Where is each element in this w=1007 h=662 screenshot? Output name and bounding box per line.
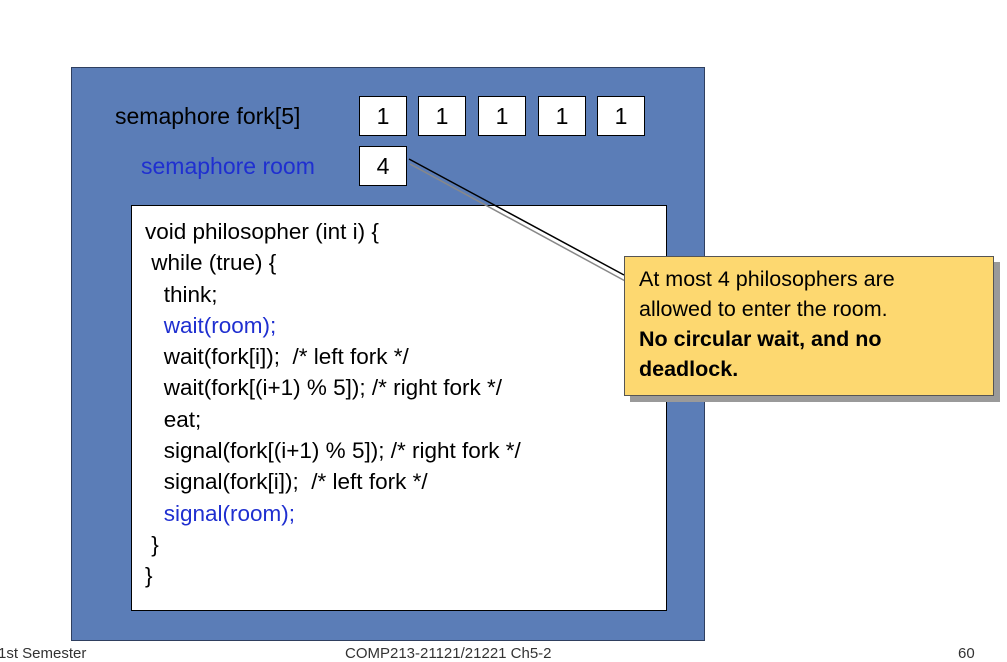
room-cell: 4: [359, 146, 407, 186]
room-semaphore-label: semaphore room: [141, 153, 315, 179]
fork-cell-1: 1: [418, 96, 466, 136]
callout-box: At most 4 philosophers are allowed to en…: [624, 256, 994, 396]
code-line: wait(fork[i]); /* left fork */: [145, 344, 409, 370]
code-line: }: [145, 563, 153, 589]
code-line-highlight: wait(room);: [145, 312, 277, 338]
callout-note: At most 4 philosophers are allowed to en…: [624, 256, 1000, 402]
callout-bold-line: deadlock.: [639, 357, 739, 381]
fork-cell-2: 1: [478, 96, 526, 136]
footer-left: 1st Semester: [0, 645, 87, 662]
code-line: while (true) {: [145, 250, 277, 276]
fork-cell-4: 1: [597, 96, 645, 136]
footer-page-number: 60: [958, 645, 975, 662]
code-line-highlight: signal(room);: [145, 500, 296, 526]
fork-cell-3: 1: [538, 96, 586, 136]
code-line: wait(fork[(i+1) % 5]); /* right fork */: [145, 375, 502, 401]
callout-line: At most 4 philosophers are: [639, 267, 895, 291]
code-block: void philosopher (int i) { while (true) …: [131, 205, 667, 611]
callout-bold-line: No circular wait, and no: [639, 327, 882, 351]
code-line: eat;: [145, 406, 202, 432]
code-line: }: [145, 531, 159, 557]
code-line: signal(fork[i]); /* left fork */: [145, 469, 428, 495]
code-line: think;: [145, 281, 218, 307]
footer-center: COMP213-21121/21221 Ch5-2: [345, 645, 552, 662]
fork-semaphore-label: semaphore fork[5]: [115, 103, 301, 129]
fork-cell-0: 1: [359, 96, 407, 136]
code-line: signal(fork[(i+1) % 5]); /* right fork *…: [145, 438, 521, 464]
callout-line: allowed to enter the room.: [639, 297, 888, 321]
code-line: void philosopher (int i) {: [145, 219, 379, 244]
